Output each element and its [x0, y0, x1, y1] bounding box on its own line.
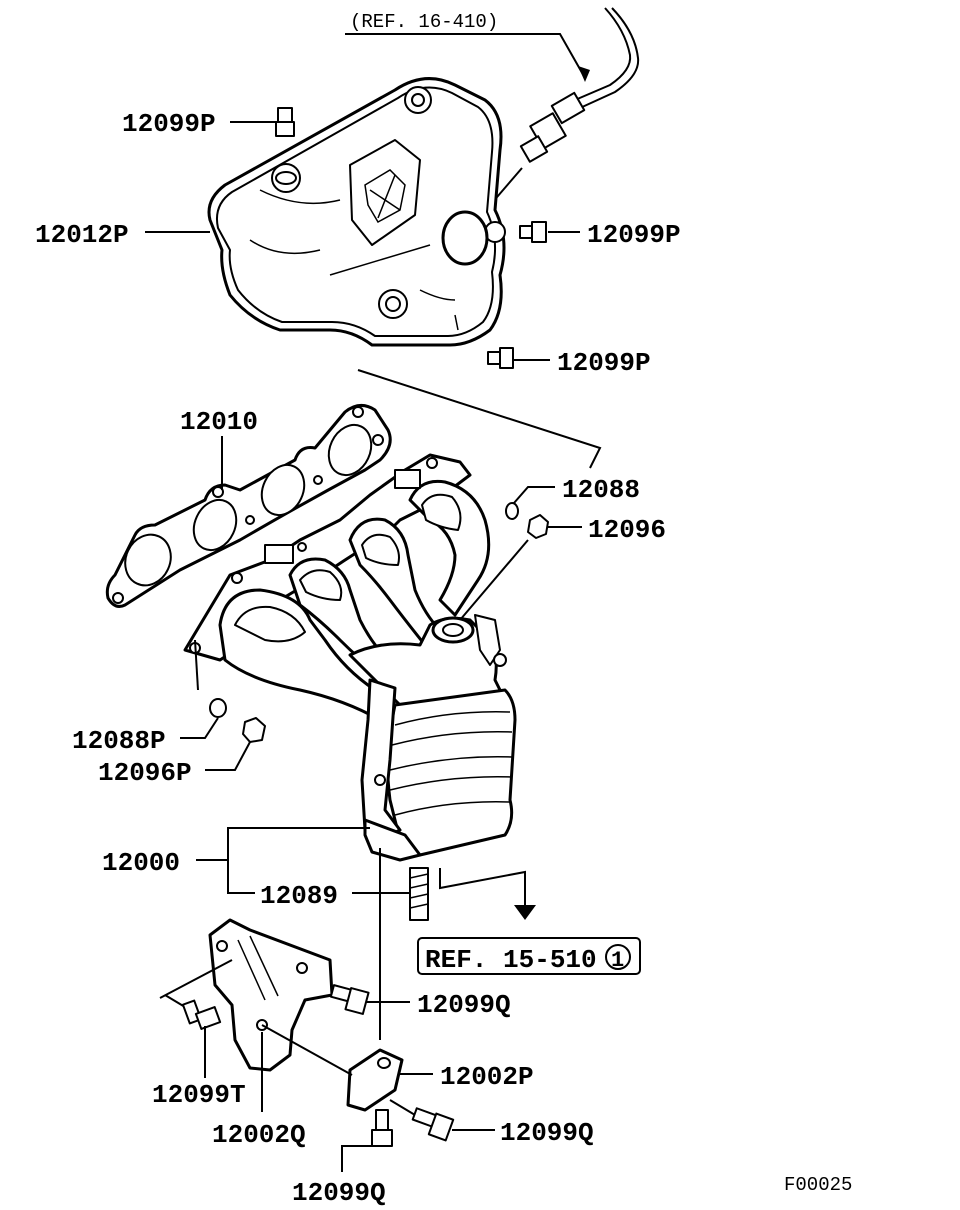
washer-12088p — [209, 698, 227, 718]
bolt-12099q-bottom — [371, 1109, 393, 1147]
bolt-12099p-mid — [487, 347, 514, 369]
leader-nut-12096 — [459, 539, 529, 621]
label-12010: 12010 — [180, 407, 258, 437]
label-12099t: 12099T — [152, 1080, 246, 1110]
figure-code: F00025 — [784, 1174, 852, 1196]
label-12099p-mid: 12099P — [557, 348, 651, 378]
bracket-12002p — [346, 1048, 404, 1112]
bolt-12099p-right — [519, 221, 547, 243]
bolt-12099q-upper — [329, 984, 370, 1015]
manifold-gasket — [105, 404, 392, 608]
label-12002q: 12002Q — [212, 1120, 306, 1150]
bolt-12099q-right — [411, 1107, 455, 1142]
label-12099q-upper: 12099Q — [417, 990, 511, 1020]
label-leaders — [145, 121, 582, 1172]
leader-12099q-right — [389, 1099, 416, 1116]
label-12096p: 12096P — [98, 758, 192, 788]
label-12000: 12000 — [102, 848, 180, 878]
lower-heat-shield — [208, 918, 334, 1072]
heat-shield — [207, 77, 506, 347]
bolt-12099p-top — [275, 107, 295, 137]
nut-12096p — [242, 717, 266, 743]
nut-12096 — [527, 514, 549, 539]
exhaust-manifold-catalytic-converter — [183, 453, 517, 862]
ref-bottom-label: REF. 15-510 — [425, 945, 597, 975]
stud-12089 — [409, 867, 429, 921]
label-12088p: 12088P — [72, 726, 166, 756]
washer-12088 — [505, 502, 519, 520]
bolt-12099t — [181, 999, 222, 1030]
ref-bottom-circle-label: 1 — [611, 948, 624, 973]
label-12099q-bottom: 12099Q — [292, 1178, 386, 1208]
label-12099p-top: 12099P — [122, 109, 216, 139]
ref-bottom-arrow — [439, 868, 536, 920]
leader-12088p-up — [194, 639, 199, 691]
ref-bottom-circle — [605, 944, 631, 970]
label-12012p: 12012P — [35, 220, 129, 250]
ref-bottom-box — [417, 937, 641, 975]
label-12088: 12088 — [562, 475, 640, 505]
leader-shield-manifold — [357, 369, 602, 469]
label-12099p-right: 12099P — [587, 220, 681, 250]
leader-shield-left — [159, 959, 233, 999]
leader-12002q-to-12002p — [261, 1024, 353, 1076]
label-12099q-right: 12099Q — [500, 1118, 594, 1148]
label-12096: 12096 — [588, 515, 666, 545]
ref-top-leader — [345, 33, 590, 82]
ref-top-label: (REF. 16-410) — [350, 11, 498, 33]
label-12089: 12089 — [260, 881, 338, 911]
label-12002p: 12002P — [440, 1062, 534, 1092]
